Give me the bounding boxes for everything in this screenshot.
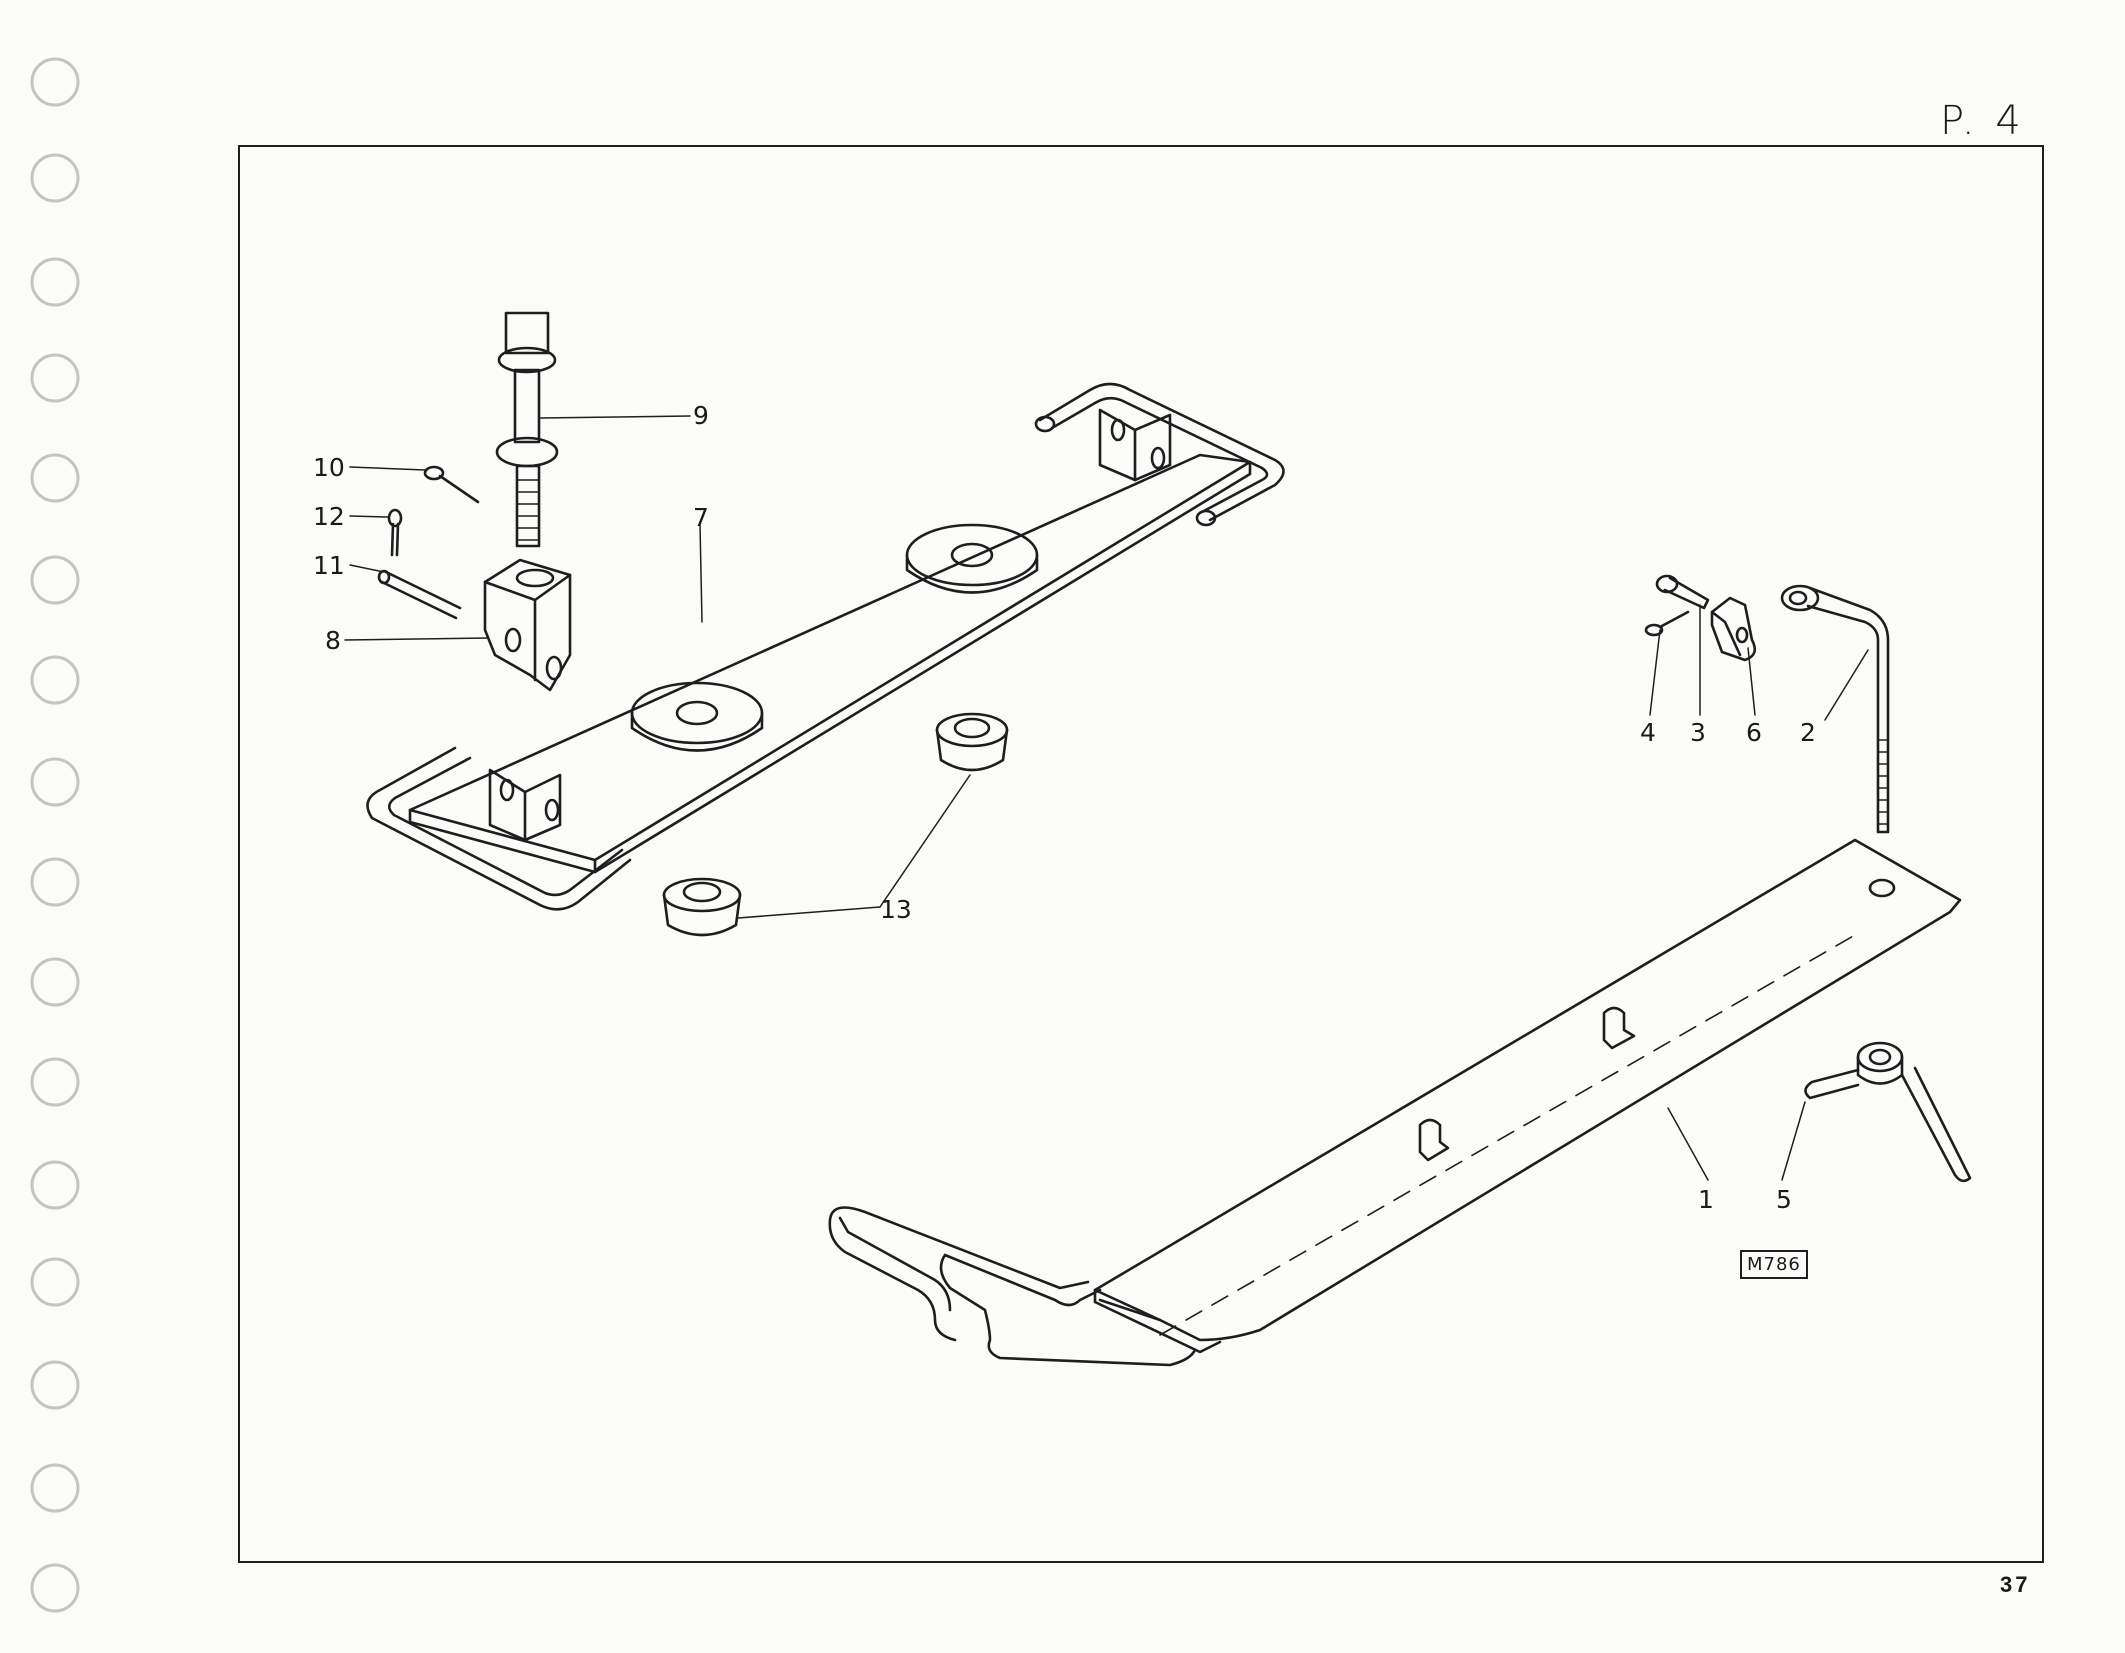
callout-5: 5 [1776, 1185, 1792, 1214]
callout-6: 6 [1746, 718, 1762, 747]
mounting-plate-7 [366, 382, 1285, 911]
wing-nut-5 [1804, 1041, 1972, 1183]
callout-2: 2 [1800, 718, 1816, 747]
headed-pin-3 [1655, 574, 1710, 610]
split-pin-10 [423, 465, 480, 504]
callout-9: 9 [693, 401, 709, 430]
rail-1 [828, 838, 1962, 1367]
flange-nuts-13 [662, 712, 1009, 937]
page-number: 37 [2000, 1572, 2031, 1597]
callout-1: 1 [1698, 1185, 1714, 1214]
leader-lines [344, 415, 1869, 1181]
diagram-frame [238, 145, 2044, 1563]
callout-12: 12 [313, 502, 345, 531]
callout-11: 11 [313, 551, 345, 580]
callout-8: 8 [325, 626, 341, 655]
clip-12 [387, 508, 403, 557]
page-code: P. 4 [1940, 98, 2025, 144]
bolt-9 [495, 311, 559, 548]
pin-11 [377, 569, 462, 620]
callout-4: 4 [1640, 718, 1656, 747]
callout-7: 7 [693, 503, 709, 532]
drawing-reference: M786 [1740, 1250, 1808, 1279]
split-pin-4 [1644, 610, 1690, 637]
j-bolt-2 [1780, 584, 1890, 834]
callout-10: 10 [313, 453, 345, 482]
bracket-8 [483, 558, 572, 692]
callout-13: 13 [880, 895, 912, 924]
u-bracket-6 [1710, 596, 1757, 662]
binder-holes [30, 57, 80, 1613]
callout-3: 3 [1690, 718, 1706, 747]
